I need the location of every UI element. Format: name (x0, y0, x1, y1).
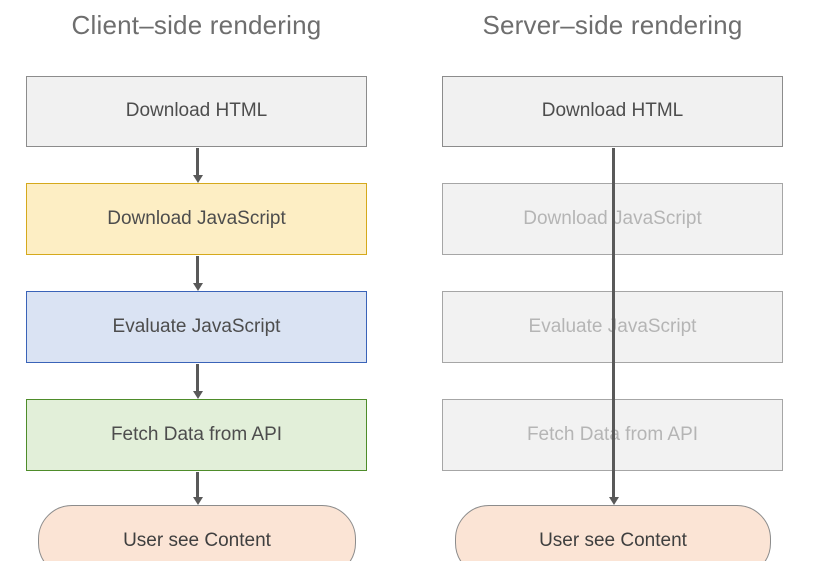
node-evaluate-javascript-client[interactable]: Evaluate JavaScript (26, 291, 367, 363)
node-download-javascript-client[interactable]: Download JavaScript (26, 183, 367, 255)
arrow-fetch-data-to-user-see-content-client (196, 472, 199, 498)
node-fetch-data-from-api-client[interactable]: Fetch Data from API (26, 399, 367, 471)
column-title-server-side: Server–side rendering (482, 10, 743, 40)
arrow-download-javascript-to-evaluate-javascript-client (196, 256, 199, 284)
column-title-client-side: Client–side rendering (71, 10, 322, 40)
node-download-html-client[interactable]: Download HTML (26, 76, 367, 147)
arrow-download-html-to-user-see-content-server (612, 148, 615, 498)
arrow-evaluate-javascript-to-fetch-data-client (196, 364, 199, 392)
node-download-html-server[interactable]: Download HTML (442, 76, 783, 147)
node-user-see-content-server[interactable]: User see Content (455, 505, 771, 561)
arrow-download-html-to-download-javascript-client (196, 148, 199, 176)
node-user-see-content-client[interactable]: User see Content (38, 505, 356, 561)
